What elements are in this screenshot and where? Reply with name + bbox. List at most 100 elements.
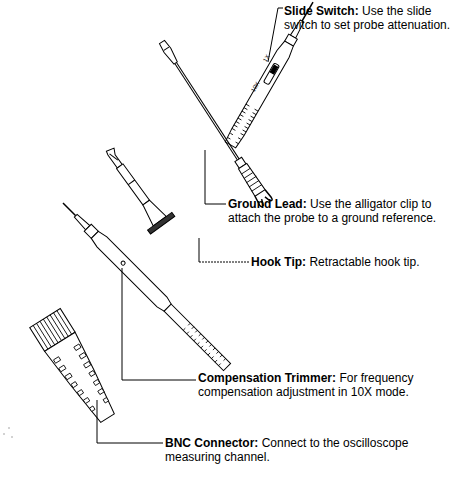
switch-probe (251, 116, 254, 118)
switch-probe (240, 115, 243, 117)
main-probe (183, 323, 225, 365)
switch-probe (245, 126, 248, 128)
ground-lead (164, 47, 169, 50)
part-name: BNC Connector: (165, 436, 258, 450)
bnc-connector (79, 352, 86, 359)
switch-probe (236, 142, 239, 144)
bnc-connector (50, 315, 65, 339)
switch-probe (232, 128, 235, 130)
ground-lead (249, 180, 259, 187)
ground-lead (244, 173, 252, 178)
bnc-connector (71, 382, 77, 388)
part-name: Compensation Trimmer: (198, 371, 336, 385)
ground-lead (176, 62, 239, 158)
switch-probe (249, 120, 252, 122)
leader-line (199, 238, 200, 262)
bnc-connector (65, 373, 72, 380)
bnc-connector (53, 344, 112, 414)
ground-lead-callout: Ground Lead: Use the alligator clip to a… (228, 197, 458, 225)
bnc-connector (90, 406, 96, 412)
bnc-connector (89, 370, 95, 376)
switch-probe (224, 40, 295, 148)
main-probe (197, 342, 199, 344)
bnc-connector (40, 321, 55, 345)
main-probe (204, 349, 206, 351)
bnc-connector (30, 308, 123, 427)
switch-probe (255, 109, 258, 111)
main-probe (199, 334, 201, 336)
leader-line (205, 150, 226, 204)
leader-line (97, 400, 163, 443)
hook-tip (117, 164, 150, 205)
main-probe (215, 360, 217, 362)
switch-probe (227, 104, 258, 144)
main-probe (194, 339, 196, 341)
bnc-connector (84, 361, 91, 368)
speck-marks (11, 436, 13, 438)
bnc-connector (77, 390, 83, 396)
main-probe (211, 356, 213, 358)
main-probe (120, 260, 126, 266)
bnc-connector (33, 325, 48, 349)
hook-tip (148, 212, 175, 234)
main-probe (202, 337, 204, 339)
bnc-connector (43, 319, 58, 343)
bnc-connector (83, 398, 89, 404)
bnc-connector (53, 357, 60, 364)
part-name: Slide Switch: (284, 4, 359, 18)
trimmer-callout: Compensation Trimmer: For frequency comp… (198, 371, 450, 399)
hook-tip (128, 180, 134, 185)
part-name: Hook Tip: (251, 255, 306, 269)
main-probe (208, 353, 210, 355)
leader-line (268, 8, 283, 62)
bnc-connector (47, 317, 62, 341)
bnc-connector (59, 365, 66, 372)
main-probe (219, 364, 221, 366)
switch-marking: 1X (262, 54, 271, 63)
slide-switch-callout: Slide Switch: Use the slide switch to se… (284, 4, 456, 32)
main-probe (58, 198, 232, 372)
main-probe (201, 346, 203, 348)
switch-probe (270, 65, 277, 74)
ground-lead (241, 168, 262, 191)
ground-lead (238, 163, 265, 196)
part-name: Ground Lead: (228, 197, 307, 211)
bnc-callout: BNC Connector: Connect to the oscillosco… (165, 436, 457, 464)
speck-marks (3, 427, 13, 438)
main-probe (188, 323, 190, 325)
hook-tip-callout: Hook Tip: Retractable hook tip. (251, 255, 456, 269)
bnc-connector (37, 323, 52, 347)
switch-probe (238, 118, 241, 120)
switch-probe (246, 104, 249, 106)
main-probe (206, 341, 208, 343)
ground-lead (175, 64, 238, 160)
switch-probe (244, 108, 247, 110)
main-probe (183, 328, 185, 330)
main-probe (216, 351, 218, 353)
main-probe (195, 330, 197, 332)
switch-probe (263, 63, 279, 85)
ground-lead (242, 168, 250, 173)
ground-lead (156, 38, 273, 207)
main-probe (90, 230, 173, 313)
bnc-connector (53, 313, 68, 337)
ground-lead (159, 40, 179, 65)
main-probe (187, 332, 189, 334)
main-probe (192, 327, 194, 329)
hook-tip (110, 152, 118, 162)
switch-probe (230, 133, 233, 135)
switch-probe (236, 121, 239, 123)
speck-marks (8, 427, 10, 429)
ground-lead (246, 176, 256, 183)
speck-marks (3, 433, 5, 435)
main-probe (190, 335, 192, 337)
bnc-connector (45, 332, 123, 427)
switch-probe (247, 123, 250, 125)
main-probe (213, 348, 215, 350)
bnc-connector (74, 344, 81, 351)
bnc-connector (98, 388, 104, 394)
bnc-connector (93, 379, 99, 385)
switch-probe (228, 138, 231, 140)
